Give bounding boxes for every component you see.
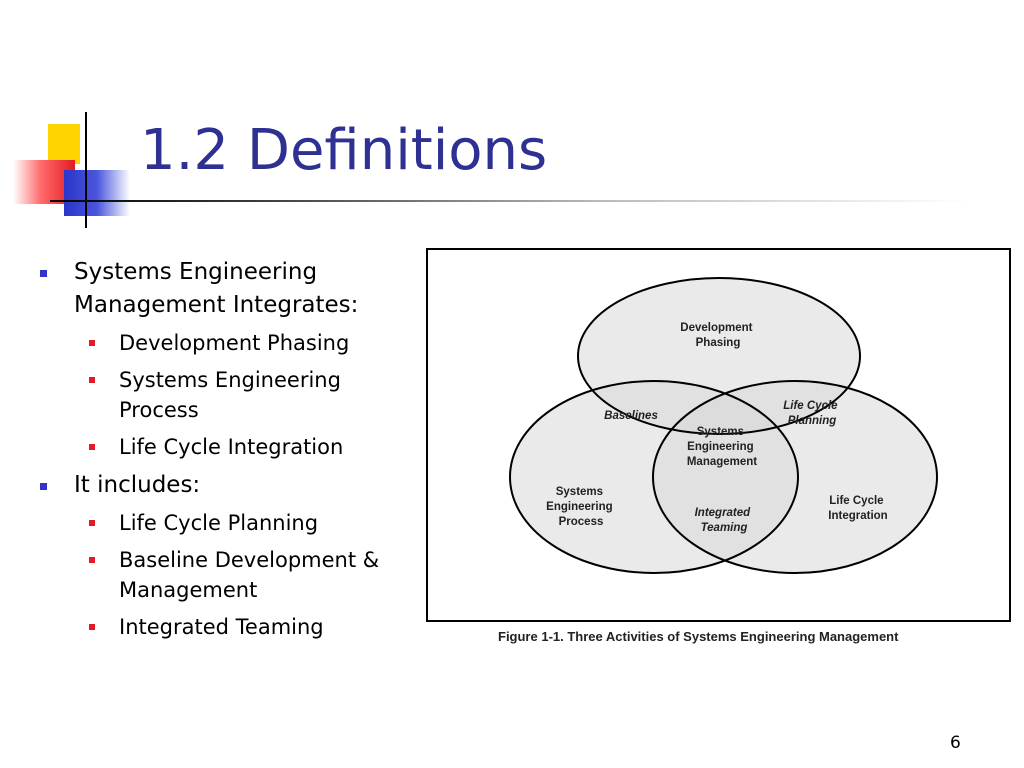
sub-bullet-item: Life Cycle Integration — [36, 432, 416, 462]
square-bullet-icon — [40, 483, 47, 490]
sub-bullet-item: Life Cycle Planning — [36, 508, 416, 538]
label-integrated-teaming: Integrated Teaming — [695, 507, 754, 534]
square-bullet-icon — [40, 270, 47, 277]
bullet-text: Systems Engineering Management Integrate… — [74, 259, 359, 318]
sub-bullet-text: Integrated Teaming — [119, 615, 324, 639]
decor-blue-square — [64, 170, 130, 216]
label-life-cycle-integration: Life Cycle Integration — [828, 495, 887, 522]
square-bullet-icon — [89, 444, 95, 450]
decor-vertical-line — [85, 112, 87, 228]
label-baselines: Baselines — [604, 410, 658, 422]
outline-systems-engineering-process — [509, 380, 799, 574]
sub-bullet-list: Life Cycle Planning Baseline Development… — [36, 508, 416, 642]
bullet-text: It includes: — [74, 472, 201, 498]
sub-bullet-text: Life Cycle Integration — [119, 435, 344, 459]
square-bullet-icon — [89, 377, 95, 383]
square-bullet-icon — [89, 520, 95, 526]
bullet-item: It includes: — [36, 469, 416, 502]
title-underline — [50, 200, 970, 202]
slide-title: 1.2 Definitions — [140, 118, 548, 183]
sub-bullet-text: Systems Engineering Process — [119, 368, 341, 422]
sub-bullet-text: Baseline Development & Management — [119, 548, 380, 602]
sub-bullet-item: Baseline Development & Management — [36, 545, 416, 605]
bullet-list: Systems Engineering Management Integrate… — [36, 256, 416, 649]
sub-bullet-item: Systems Engineering Process — [36, 365, 416, 425]
venn-diagram: Development Phasing Baselines Life Cycle… — [509, 277, 938, 574]
square-bullet-icon — [89, 624, 95, 630]
sub-bullet-text: Life Cycle Planning — [119, 511, 319, 535]
outline-development-phasing — [577, 277, 861, 435]
sub-bullet-item: Development Phasing — [36, 328, 416, 358]
square-bullet-icon — [89, 340, 95, 346]
label-life-cycle-planning: Life Cycle Planning — [783, 400, 841, 427]
sub-bullet-item: Integrated Teaming — [36, 612, 416, 642]
label-systems-engineering-process: Systems Engineering Process — [546, 486, 616, 528]
sub-bullet-list: Development Phasing Systems Engineering … — [36, 328, 416, 462]
sub-bullet-text: Development Phasing — [119, 331, 350, 355]
circle-life-cycle-integration — [653, 381, 937, 573]
figure-caption: Figure 1-1. Three Activities of Systems … — [498, 629, 899, 644]
bullet-item: Systems Engineering Management Integrate… — [36, 256, 416, 322]
label-development-phasing: Development Phasing — [680, 322, 755, 349]
decor-yellow-square — [48, 124, 80, 164]
venn-diagram-figure: Development Phasing Baselines Life Cycle… — [426, 248, 1011, 622]
square-bullet-icon — [89, 557, 95, 563]
label-systems-engineering-management: Systems Engineering Management — [687, 426, 757, 468]
outline-life-cycle-integration — [652, 380, 938, 574]
page-number: 6 — [950, 733, 961, 753]
